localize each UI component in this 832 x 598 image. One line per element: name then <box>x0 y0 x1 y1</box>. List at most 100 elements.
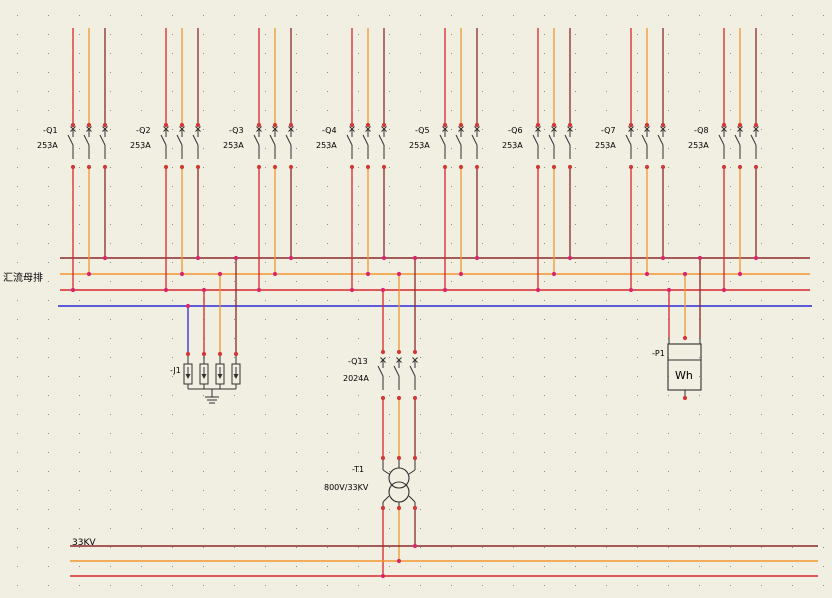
grid-dot <box>420 72 421 73</box>
grid-dot <box>637 167 638 168</box>
connection-node <box>551 271 557 277</box>
switch-blade <box>362 134 369 146</box>
grid-dot <box>79 547 80 548</box>
grid-dot <box>699 547 700 548</box>
grid-dot <box>389 91 390 92</box>
grid-dot <box>699 528 700 529</box>
grid-dot <box>79 148 80 149</box>
grid-dot <box>110 15 111 16</box>
grid-dot <box>451 338 452 339</box>
connection-node <box>381 255 387 261</box>
grid-dot <box>203 585 204 586</box>
grid-dot <box>265 433 266 434</box>
grid-dot <box>110 471 111 472</box>
connection-node <box>458 164 464 170</box>
grid-dot <box>575 452 576 453</box>
connection-node <box>86 122 92 128</box>
grid-dot <box>265 243 266 244</box>
grid-dot <box>141 186 142 187</box>
grid-dot <box>203 281 204 282</box>
grid-dot <box>761 34 762 35</box>
grid-dot <box>637 281 638 282</box>
grid-dot <box>668 262 669 263</box>
grid-dot <box>79 72 80 73</box>
connection-node <box>567 164 573 170</box>
grid-dot <box>761 452 762 453</box>
grid-dot <box>761 357 762 358</box>
grid-dot <box>389 110 390 111</box>
grid-dot <box>544 262 545 263</box>
grid-dot <box>575 72 576 73</box>
grid-dot <box>110 547 111 548</box>
grid-dot <box>637 528 638 529</box>
grid-dot <box>792 72 793 73</box>
grid-dot <box>544 490 545 491</box>
grid-dot <box>203 490 204 491</box>
grid-dot <box>110 528 111 529</box>
grid-dot <box>575 243 576 244</box>
grid-dot <box>172 585 173 586</box>
grid-dot <box>48 414 49 415</box>
grid-dot <box>699 395 700 396</box>
grid-dot <box>606 585 607 586</box>
grid-dot <box>327 205 328 206</box>
grid-dot <box>420 509 421 510</box>
symbols <box>67 126 759 508</box>
grid-dot <box>699 110 700 111</box>
connection-node <box>396 349 402 355</box>
grid-dot <box>420 471 421 472</box>
grid-dot <box>513 148 514 149</box>
grid-dot <box>792 281 793 282</box>
connection-node <box>412 395 418 401</box>
switch-blade <box>439 134 446 146</box>
grid-dot <box>296 148 297 149</box>
connection-node <box>396 271 402 277</box>
grid-dot <box>606 414 607 415</box>
grid-dot <box>513 509 514 510</box>
grid-dot <box>327 72 328 73</box>
grid-dot <box>110 319 111 320</box>
connection-node <box>753 255 759 261</box>
grid-dot <box>110 110 111 111</box>
breaker-q1-tag: -Q1 <box>43 126 58 135</box>
grid-dot <box>575 110 576 111</box>
grid-dot <box>17 224 18 225</box>
connection-node <box>70 122 76 128</box>
grid-dot <box>668 167 669 168</box>
breaker-q4-tag: -Q4 <box>322 126 337 135</box>
switch-blade <box>750 134 757 146</box>
grid-dot <box>265 167 266 168</box>
grid-dot <box>17 34 18 35</box>
switch-blade <box>377 365 384 377</box>
grid-dot <box>761 338 762 339</box>
grid-dot <box>48 148 49 149</box>
grid-dot <box>296 547 297 548</box>
main-breaker-rating: 2024A <box>343 374 369 383</box>
grid-dot <box>234 357 235 358</box>
grid-dot <box>141 338 142 339</box>
grid-dot <box>668 452 669 453</box>
grid-dot <box>265 281 266 282</box>
grid-dot <box>451 376 452 377</box>
grid-dot <box>792 262 793 263</box>
connection-node <box>102 255 108 261</box>
connection-node <box>644 122 650 128</box>
grid-dot <box>761 547 762 548</box>
grid-dot <box>513 129 514 130</box>
grid-dot <box>451 205 452 206</box>
grid-dot <box>141 528 142 529</box>
breaker-q2-rating: 253A <box>130 141 151 150</box>
grid-dot <box>110 53 111 54</box>
grid-dot <box>730 357 731 358</box>
grid-dots <box>17 15 824 586</box>
grid-dot <box>451 547 452 548</box>
breaker-q1-label: -Q1 253A <box>37 126 58 150</box>
grid-dot <box>48 395 49 396</box>
grid-dot <box>110 376 111 377</box>
grid-dot <box>296 300 297 301</box>
grid-dot <box>389 243 390 244</box>
grid-dot <box>141 224 142 225</box>
grid-dot <box>358 281 359 282</box>
grid-dot <box>389 471 390 472</box>
grid-dot <box>265 376 266 377</box>
